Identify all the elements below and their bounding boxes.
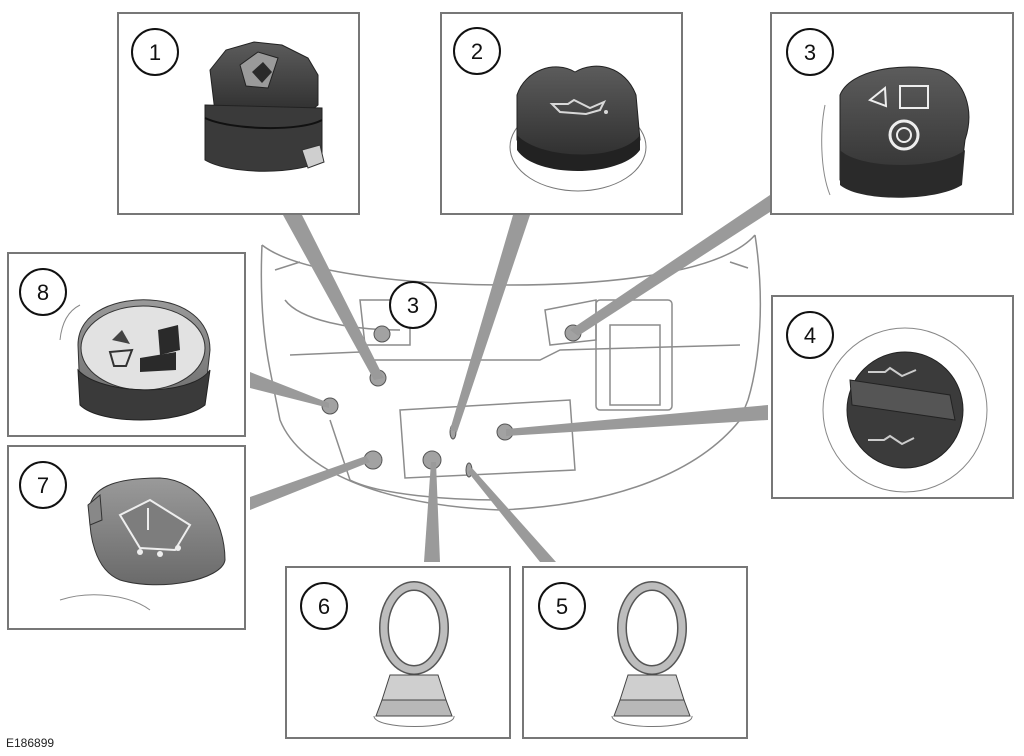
callout-3-engine: 3: [389, 281, 437, 329]
beam-to-4: [506, 405, 768, 436]
svg-text:4: 4: [804, 323, 816, 348]
beam-to-5: [468, 468, 556, 562]
filter-cap-icon: [204, 41, 325, 172]
panel-3: [770, 12, 1014, 215]
beam-to-2: [450, 215, 530, 432]
coolant-cap-icon: [59, 299, 211, 421]
beam-to-8: [250, 372, 329, 408]
svg-text:6: 6: [318, 594, 330, 619]
callout-1: 1: [131, 28, 179, 76]
svg-text:3: 3: [804, 40, 816, 65]
pointer-beams: [250, 195, 770, 562]
beam-to-3: [570, 195, 770, 336]
oil-can-cap-icon: [509, 65, 647, 192]
svg-text:8: 8: [37, 280, 49, 305]
oil-filler-cap-icon: [822, 327, 988, 493]
figure-reference-code: E186899: [6, 736, 55, 750]
callout-2: 2: [453, 27, 501, 75]
beam-to-7: [250, 456, 370, 510]
engine-cap-3-left: [373, 325, 391, 343]
callout-8: 8: [19, 268, 67, 316]
callout-4: 4: [786, 311, 834, 359]
washer-reservoir-cap-icon: [59, 477, 226, 611]
callout-5: 5: [538, 582, 586, 630]
svg-text:2: 2: [471, 39, 483, 64]
dipstick-ring-icon: [611, 581, 693, 727]
svg-text:5: 5: [556, 594, 568, 619]
washer-cap-icon: [821, 66, 970, 198]
callout-7: 7: [19, 461, 67, 509]
svg-text:7: 7: [37, 473, 49, 498]
svg-text:1: 1: [149, 40, 161, 65]
svg-text:3: 3: [407, 293, 419, 318]
beam-to-1: [283, 215, 384, 380]
beam-to-6: [424, 462, 440, 562]
callout-3: 3: [786, 28, 834, 76]
panel-2: [440, 12, 683, 215]
engine-bay-outline: [260, 234, 762, 511]
callout-6: 6: [300, 582, 348, 630]
dipstick-ring-icon: [373, 581, 455, 727]
